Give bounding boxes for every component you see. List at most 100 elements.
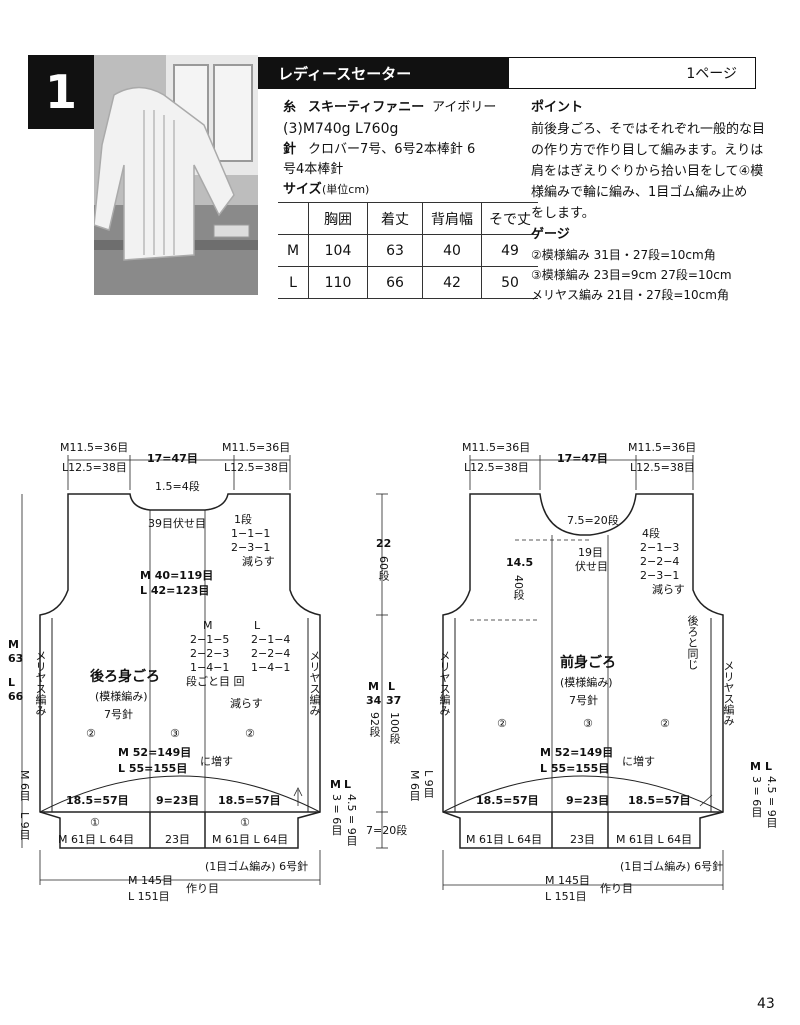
front-dec-4: 減らす	[652, 583, 685, 596]
back-pattern: (模様編み)	[95, 690, 148, 703]
body-l-rows: 100段	[388, 712, 401, 744]
back-arm-m-label: M	[203, 619, 213, 632]
back-arm-m2: 2−2−3	[190, 647, 230, 660]
back-increase: に増す	[200, 755, 233, 768]
back-rib-note: (1目ゴム編み) 6号針	[205, 860, 309, 873]
back-right-l: L	[344, 778, 352, 791]
back-seg-right: 18.5=57目	[218, 794, 281, 807]
pattern-number: 1	[28, 55, 94, 129]
back-rib-h-m: M 6目	[18, 770, 31, 801]
back-arm-l1: 2−1−4	[251, 633, 291, 646]
size-table-cell: そで丈	[481, 202, 538, 235]
back-height-m-label: M	[8, 638, 19, 651]
page-reference: 1ページ	[508, 57, 756, 89]
back-width-m: M 40=119目	[140, 569, 214, 582]
back-hip-m: M 52=149目	[118, 746, 192, 759]
back-arm-note: 段ごと目 回	[186, 675, 245, 688]
front-increase: に増す	[622, 755, 655, 768]
body-l-value: 37	[386, 694, 402, 707]
circled-one: ①	[90, 816, 100, 829]
front-neck-bind-1: 19目	[578, 546, 603, 559]
yarn-color: アイボリー	[432, 100, 497, 115]
front-cast-label: 作り目	[600, 882, 633, 895]
back-shoulder-right-l: L12.5=38目	[224, 461, 289, 474]
back-shoulder-left-l: L12.5=38目	[62, 461, 127, 474]
size-table-cell: 40	[422, 234, 482, 267]
size-table-row: M 104 63 40 49	[278, 234, 538, 267]
circled-two: ②	[497, 717, 507, 730]
front-shoulder-right-m: M11.5=36目	[628, 441, 697, 454]
back-shoulder-right-m: M11.5=36目	[222, 441, 291, 454]
front-rib-left: M 61目 L 64目	[466, 833, 543, 846]
front-shoulder-left-l: L12.5=38目	[464, 461, 529, 474]
front-rib-h-l: L 9目	[422, 770, 435, 798]
point-line: 様編みで輪に編み、1目ゴム編み止め	[531, 185, 748, 200]
front-dec-3: 2−3−1	[640, 569, 680, 582]
size-table-cell: L	[278, 266, 309, 299]
front-shoulder-right-l: L12.5=38目	[630, 461, 695, 474]
rib-height: 7=20段	[366, 824, 408, 837]
size-unit: (単位cm)	[322, 183, 370, 196]
body-m-label: M	[368, 680, 379, 693]
size-table-cell: 104	[308, 234, 368, 267]
front-right-m: M	[750, 760, 761, 773]
back-arm-m3: 1−4−1	[190, 661, 230, 674]
front-left-height: 14.5	[506, 556, 534, 569]
front-rib-h-m: M 6目	[408, 770, 421, 801]
back-side-label-right: メリヤス編み	[308, 650, 321, 716]
front-hip-l: L 55=155目	[540, 762, 610, 775]
size-table-cell: 42	[422, 266, 482, 299]
front-cast-m: M 145目	[545, 874, 590, 887]
back-neck-width: 17=47目	[147, 452, 198, 465]
back-height-l-label: L	[8, 676, 16, 689]
front-side-label-left: メリヤス編み	[438, 650, 451, 716]
body-l-label: L	[388, 680, 396, 693]
back-arm-reduce: 減らす	[230, 697, 263, 710]
yarn-name: スキーティファニー	[308, 100, 425, 115]
back-seg-mid: 9=23目	[156, 794, 200, 807]
yarn-amount: (3)M740g L760g	[283, 121, 399, 137]
back-dec-3: 減らす	[242, 555, 275, 568]
back-shoulder-left-m: M11.5=36目	[60, 441, 129, 454]
size-table-cell: 110	[308, 266, 368, 299]
page-number: 43	[757, 996, 775, 1012]
front-seg-right: 18.5=57目	[628, 794, 691, 807]
front-rib-right: M 61目 L 64目	[616, 833, 693, 846]
size-table-cell: 66	[367, 266, 423, 299]
gauge-line: メリヤス編み 21目・27段=10cm角	[531, 288, 729, 302]
back-rib-mid: 23目	[165, 833, 190, 846]
gauge-line: ③模様編み 23目=9cm 27段=10cm	[531, 268, 732, 282]
back-cast-label: 作り目	[186, 882, 219, 895]
needle-line-1: クロバー7号、6号2本棒針 6	[308, 142, 476, 157]
size-table-cell	[278, 202, 309, 235]
armhole-rows: 60段	[377, 556, 390, 581]
point-line: をします。	[531, 206, 595, 221]
back-rib-h-l: L 9目	[18, 812, 31, 840]
front-neck-width: 17=47目	[557, 452, 608, 465]
front-right-l: L	[765, 760, 773, 773]
front-body-outline	[442, 493, 724, 849]
back-width-l: L 42=123目	[140, 584, 210, 597]
back-height-m: 63	[8, 652, 24, 665]
back-dec-2: 2−3−1	[231, 541, 271, 554]
front-dec-1: 2−1−3	[640, 541, 680, 554]
circled-two: ②	[245, 727, 255, 740]
front-right-m-val: 3 = 6目	[750, 776, 763, 818]
circled-two: ②	[86, 727, 96, 740]
front-side-label-right: メリヤス編み	[722, 660, 735, 726]
front-neck-bind-2: 伏せ目	[575, 560, 608, 573]
armhole-height: 22	[376, 537, 392, 550]
back-body-outline	[39, 493, 321, 849]
needle-line-2: 号4本棒針	[283, 162, 344, 177]
back-arm-l3: 1−4−1	[251, 661, 291, 674]
size-table-cell: M	[278, 234, 309, 267]
front-neck-depth: 7.5=20段	[567, 514, 619, 527]
point-line: 前後身ごろ、そではそれぞれ一般的な目	[531, 122, 766, 137]
sweater-photo-illustration	[94, 55, 258, 295]
front-seg-left: 18.5=57目	[476, 794, 539, 807]
needle-label: 針	[283, 142, 297, 157]
body-m-rows: 92段	[368, 712, 381, 737]
front-left-rows: 40段	[512, 575, 525, 600]
front-dec-2: 2−2−4	[640, 555, 680, 568]
